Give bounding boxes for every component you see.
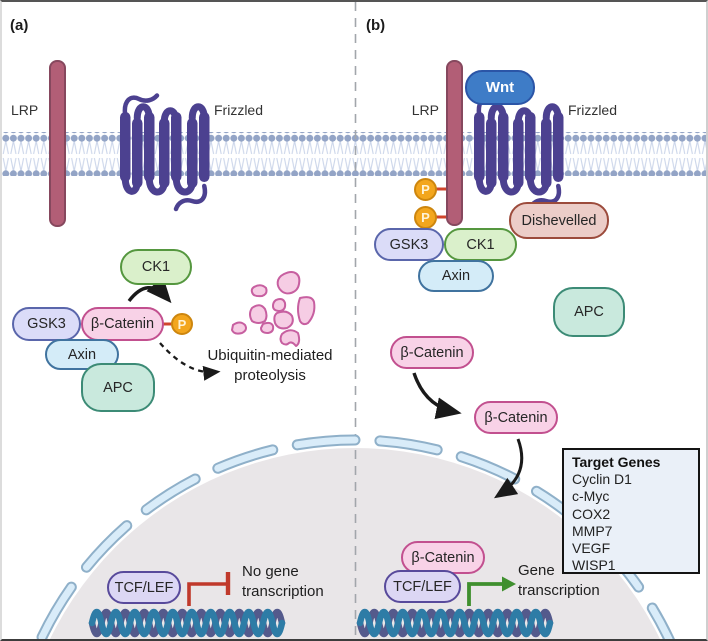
ck1-b: CK1 (444, 228, 517, 261)
target-gene-item: MMP7 (572, 522, 613, 539)
tcf-lef-b: TCF/LEF (384, 570, 461, 603)
arrow-ck1-phosphorylates (127, 276, 172, 304)
dna-b (360, 612, 550, 634)
target-genes-box: Target Genes Cyclin D1 c-Myc COX2 MMP7 V… (562, 448, 700, 574)
no-transcription-caption: No gene transcription (242, 562, 342, 601)
target-gene-item: COX2 (572, 505, 611, 522)
inhibition-arrow-red (187, 572, 231, 606)
apc-b: APC (553, 287, 625, 337)
arrow-bcatenin-to-nucleus (493, 438, 524, 499)
phospho-icon-b2: P (414, 206, 437, 229)
phospho-icon-a: P (171, 313, 193, 335)
beta-catenin-b-accumulated: β-Catenin (474, 401, 558, 434)
target-gene-item: Cyclin D1 (572, 471, 632, 487)
lrp-label-a: LRP (11, 102, 39, 118)
ck1-a: CK1 (120, 249, 192, 285)
transcription-caption: Gene transcription (518, 561, 618, 600)
panel-a-label: (a) (10, 17, 29, 34)
tcf-lef-a: TCF/LEF (107, 571, 181, 604)
proteolysis-caption: Ubiquitin-mediated proteolysis (200, 346, 340, 385)
lrp-receptor-b (446, 60, 463, 226)
gsk3-b: GSK3 (374, 228, 444, 261)
lrp-label-b: LRP (411, 102, 439, 118)
proteolysis-caption-line2: proteolysis (234, 366, 306, 384)
phospho-icon-b1: P (414, 178, 437, 201)
transcription-line2: transcription (518, 581, 600, 599)
beta-catenin-a: β-Catenin (81, 307, 164, 341)
axin-b: Axin (418, 260, 494, 292)
dishevelled: Dishevelled (509, 202, 609, 239)
cell-membrane (2, 132, 706, 176)
frizzled-receptor-b (474, 96, 564, 210)
proteolysis-caption-line1: Ubiquitin-mediated (207, 347, 333, 364)
arrow-bcatenin-accumulate (412, 372, 462, 420)
gsk3-a: GSK3 (12, 307, 81, 341)
dna-a (92, 612, 282, 634)
fragments-proteolysis (231, 271, 316, 347)
frizzled-label-a: Frizzled (214, 102, 264, 118)
wnt-ligand: Wnt (465, 70, 535, 105)
no-transcription-line2: transcription (242, 582, 324, 600)
nuclear-envelope-dashes (35, 434, 675, 639)
transcription-arrow-green (467, 576, 516, 606)
lrp-receptor-a (49, 60, 66, 227)
arrow-to-proteolysis (159, 342, 221, 381)
transcription-line1: Gene (518, 562, 555, 579)
target-gene-item: c-Myc (572, 488, 610, 505)
beta-catenin-b-free: β-Catenin (390, 336, 474, 369)
frizzled-label-b: Frizzled (568, 102, 618, 118)
no-transcription-line1: No gene (242, 563, 299, 580)
target-gene-item: WISP1 (572, 557, 616, 574)
frizzled-receptor-a (120, 96, 210, 210)
target-gene-item: VEGF (572, 540, 611, 557)
apc-a: APC (81, 363, 155, 412)
panel-b-label: (b) (366, 17, 386, 34)
target-genes-title: Target Genes (572, 454, 661, 470)
